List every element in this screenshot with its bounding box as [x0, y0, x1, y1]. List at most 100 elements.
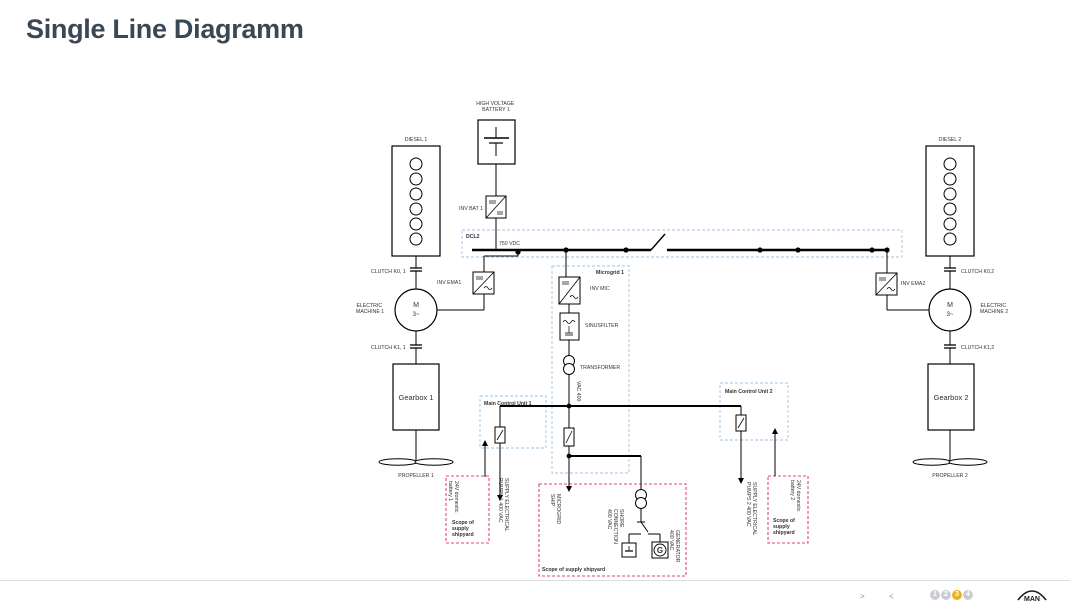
svg-text:M: M [947, 302, 953, 309]
diesel2-engine-icon [925, 145, 975, 257]
microgrid-ship-label: MICROGRID SHIP [549, 494, 561, 526]
generator-line2: 400 VAC [668, 530, 674, 551]
inverter-dc-dc-icon [485, 195, 507, 219]
em2-label-line1: ELECTRIC [980, 303, 1006, 309]
ac-bus [500, 403, 741, 409]
propeller1-label: PROPELLER 1 [398, 473, 434, 479]
generator-line1: GENERATOR [674, 530, 680, 563]
mcu2-label: Main Control Unit 2 [725, 389, 773, 395]
man-logo-icon: MAN [1017, 590, 1047, 603]
clutch-k11-icon [410, 344, 422, 349]
diesel2-label: DIESEL 2 [939, 137, 962, 143]
vac-label: VAC 400 [575, 381, 581, 401]
footer-divider [0, 580, 1070, 581]
clutch-k02-icon [944, 267, 956, 272]
diesel1-engine-icon [391, 145, 441, 257]
mcu1-label: Main Control Unit 1 [484, 401, 532, 407]
scope-left-label: Scope of supply shipyard [452, 520, 475, 538]
inv-mic-label: INV MIC [590, 286, 610, 292]
next-page-button[interactable]: > [860, 592, 865, 601]
transformer-label: TRANSFORMER [580, 365, 620, 371]
single-line-diagram: HIGH VOLTAGE BATTERY 1 INV BAT 1 DCL2 75… [356, 101, 1008, 577]
inv-ema1-label: INV EMA1 [437, 280, 461, 286]
supply-pumps2-label: SUPPLY ELECTRICAL PUMPS 2 400 VAC [745, 482, 757, 537]
gearbox2-label: Gearbox 2 [933, 393, 968, 402]
scope-right-line3: shipyard [773, 530, 795, 536]
battery24-1-label: 24V domestic battery 1 [447, 481, 459, 514]
previous-page-button[interactable]: < [889, 592, 894, 601]
svg-text:G: G [657, 546, 663, 555]
clutch-k01-icon [410, 267, 422, 272]
svg-text:3~: 3~ [947, 312, 954, 318]
up-arrow-icon [482, 440, 488, 446]
scope-left-line2: supply [452, 526, 469, 532]
microgrid-label: Microgrid 1 [596, 270, 624, 276]
scope-right-line2: supply [773, 524, 790, 530]
shore-connection-line2: CONNECTION [612, 509, 618, 544]
microgrid-region [551, 265, 630, 474]
hv-battery-box [477, 119, 516, 165]
scope-box-bottom [538, 483, 687, 577]
propeller1-icon [378, 458, 454, 466]
up-arrow-icon [772, 428, 778, 434]
breaker-mcu2-icon [735, 414, 747, 432]
scope-box-left [445, 475, 490, 544]
svg-text:M: M [413, 302, 419, 309]
transformer-icon [635, 489, 647, 509]
shore-connection-line1: SHORE [618, 509, 624, 528]
battery24-2-label: 24V domestic battery 2 [789, 480, 801, 513]
battery24-1-line1: 24V domestic [453, 481, 459, 513]
supply-pumps2-line1: SUPPLY ELECTRICAL [751, 482, 757, 536]
scope-right-line1: Scope of [773, 518, 795, 524]
page-indicator: 1 2 3 4 [930, 590, 973, 600]
propeller2-icon [912, 458, 988, 466]
em1-label-line1: ELECTRIC [356, 303, 382, 309]
sinusfilter-label: SINUSFILTER [585, 323, 619, 329]
page-title: Single Line Diagramm [26, 14, 304, 44]
microgrid-ship-line1: MICROGRID [555, 494, 561, 525]
inverter-ema2-icon [875, 272, 898, 296]
inverter-ema1-icon [472, 271, 495, 295]
hv-battery-label-line2: BATTERY 1 [482, 107, 510, 113]
transformer-icon [563, 355, 575, 375]
propeller2-label: PROPELLER 2 [932, 473, 968, 479]
shore-connection-icon [621, 542, 637, 558]
hv-battery-label-line1: HIGH VOLTAGE [476, 101, 515, 107]
battery24-2-line2: battery 2 [789, 480, 795, 500]
page-dot-3[interactable]: 3 [952, 590, 962, 600]
mcu1-region [479, 395, 547, 449]
scope-right-label: Scope of supply shipyard [773, 518, 796, 536]
switch-icon [637, 521, 649, 533]
svg-text:MAN: MAN [1024, 596, 1040, 603]
down-arrow-icon [738, 478, 744, 484]
dcl2-label: DCL2 [466, 234, 480, 240]
breaker-microgrid-icon [563, 427, 575, 447]
page-dot-1[interactable]: 1 [930, 590, 940, 600]
clutch-k01-label: CLUTCH K0, 1 [371, 269, 406, 275]
electric-machine1-icon: M 3~ [394, 288, 438, 332]
scope-left-line1: Scope of [452, 520, 474, 526]
page-dot-2[interactable]: 2 [941, 590, 951, 600]
inv-bat-label: INV BAT 1 [459, 206, 483, 212]
scope-box-right [767, 475, 809, 544]
mcu2-region [719, 382, 789, 441]
scope-left-line3: shipyard [452, 532, 474, 538]
down-arrow-icon [497, 495, 503, 501]
gearbox1-box [392, 363, 440, 431]
shore-connection-line3: 400 VAC [606, 509, 612, 530]
clutch-k12-label: CLUTCH K1,2 [961, 345, 994, 351]
dc-bus [472, 233, 890, 255]
supply-pumps1-label: SUPPLY ELECTRICAL PUMPS 1 400 VAC [497, 478, 509, 533]
clutch-k12-icon [944, 344, 956, 349]
page-dot-4[interactable]: 4 [963, 590, 973, 600]
electric-machine2-icon: M 3~ [928, 288, 972, 332]
dcl2-region [461, 229, 903, 258]
inverter-mic-icon [558, 276, 581, 305]
generator-icon: G [651, 541, 669, 559]
supply-pumps1-line2: PUMPS 1 400 VAC [497, 478, 503, 523]
em2-label: ELECTRIC MACHINE 2 [980, 303, 1008, 315]
down-arrow-icon [566, 486, 572, 492]
shore-connection-label: SHORE CONNECTION 400 VAC [606, 509, 624, 545]
clutch-k02-label: CLUTCH K0,2 [961, 269, 994, 275]
diesel1-label: DIESEL 1 [405, 137, 428, 143]
